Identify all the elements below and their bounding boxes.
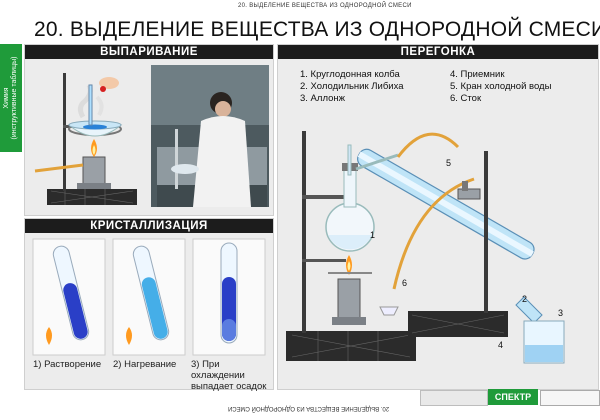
footer-small-box (540, 390, 600, 406)
publisher-logo: СПЕКТР (488, 389, 538, 405)
evaporation-illustration (34, 65, 269, 207)
distillation-panel: ПЕРЕГОНКА (277, 44, 599, 390)
crystallization-caption-1: 1) Растворение (33, 359, 102, 370)
footer-box (420, 390, 488, 406)
callout-5: 5 (446, 158, 452, 168)
legend-item-4: 4. Приемник (450, 69, 505, 80)
crystallization-caption-3: 3) При охлаждении выпадает осадок (191, 359, 267, 392)
top-caption: 20. ВЫДЕЛЕНИЕ ВЕЩЕСТВА ИЗ ОДНОРОДНОЙ СМЕ… (238, 3, 412, 9)
callout-1: 1 (370, 230, 376, 240)
evaporation-header: ВЫПАРИВАНИЕ (25, 45, 273, 59)
distillation-illustration (286, 131, 565, 364)
callout-6: 6 (402, 278, 408, 288)
crystallization-illustration (32, 238, 266, 356)
legend-item-2: 2. Холодильник Либиха (300, 81, 404, 92)
legend-item-6: 6. Сток (450, 93, 482, 104)
callout-3: 3 (558, 308, 564, 318)
legend-item-1: 1. Круглодонная колба (300, 69, 400, 80)
crystallization-panel: КРИСТАЛЛИЗАЦИЯ 1) Растворение 2) Нагрева… (24, 218, 274, 392)
crystallization-header: КРИСТАЛЛИЗАЦИЯ (25, 219, 273, 233)
evaporation-panel: ВЫПАРИВАНИЕ (24, 44, 274, 216)
callout-2: 2 (522, 294, 528, 304)
sidebar-text: Химия (инструктивные таблицы) (3, 57, 19, 140)
callout-4: 4 (498, 340, 504, 350)
sidebar-subtitle: (инструктивные таблицы) (11, 56, 18, 140)
sidebar-subject: Химия (3, 87, 10, 109)
legend-item-3: 3. Аллонж (300, 93, 345, 104)
bottom-caption: 20. ВЫДЕЛЕНИЕ ВЕЩЕСТВА ИЗ ОДНОРОДНОЙ СМЕ… (228, 405, 390, 411)
crystallization-caption-2: 2) Нагревание (113, 359, 177, 370)
subject-sidebar: Химия (инструктивные таблицы) (0, 44, 22, 152)
page-title: 20. ВЫДЕЛЕНИЕ ВЕЩЕСТВА ИЗ ОДНОРОДНОЙ СМЕ… (34, 18, 600, 41)
distillation-header: ПЕРЕГОНКА (278, 45, 598, 59)
legend-item-5: 5. Кран холодной воды (450, 81, 552, 92)
